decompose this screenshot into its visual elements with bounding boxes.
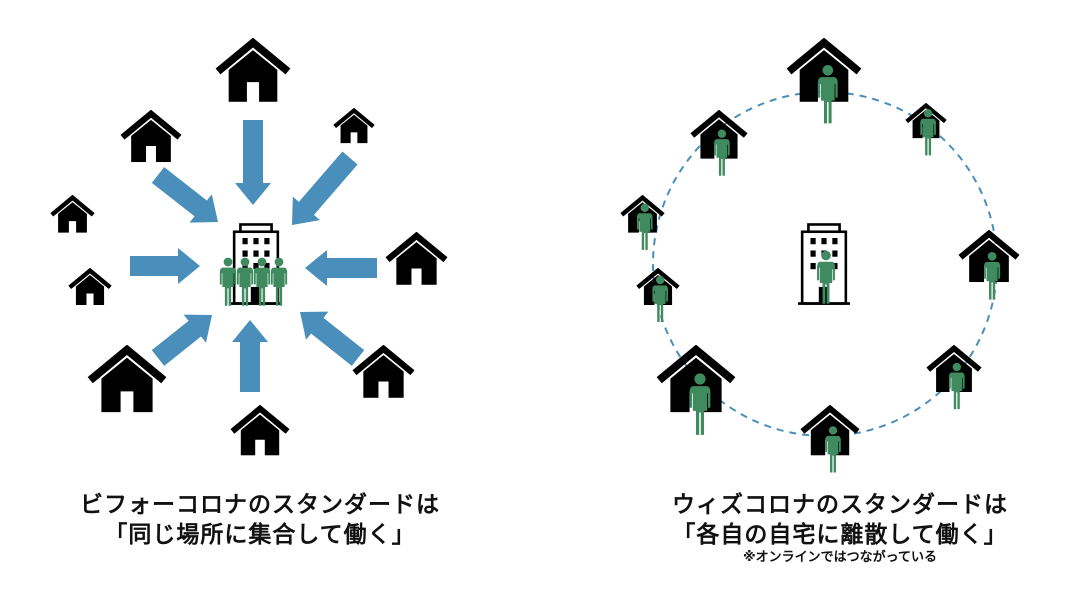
house-icon xyxy=(90,350,164,412)
arrow-icon xyxy=(305,250,377,286)
caption-line1: ウィズコロナのスタンダードは xyxy=(672,492,1008,518)
house-icon xyxy=(218,43,288,102)
arrow-icon xyxy=(291,151,358,226)
house-icon xyxy=(388,236,446,285)
arrow-icon xyxy=(151,314,213,366)
arrow-icon xyxy=(300,311,365,366)
house-icon xyxy=(122,114,179,162)
online-note: ※オンラインではつながっている xyxy=(743,550,937,565)
caption-line1: ビフォーコロナのスタンダードは xyxy=(80,492,440,518)
caption-line2: 「各自の自宅に離散して働く」 xyxy=(672,522,1008,548)
before-corona-caption: ビフォーコロナのスタンダードは 「同じ場所に集合して働く」 xyxy=(60,490,460,550)
with-corona-caption: ウィズコロナのスタンダードは 「各自の自宅に離散して働く」 ※オンラインではつな… xyxy=(640,490,1040,566)
house-icon xyxy=(70,271,110,305)
arrow-icon xyxy=(151,167,219,223)
house-icon xyxy=(232,409,287,456)
caption-line2: 「同じ場所に集合して働く」 xyxy=(104,522,416,548)
arrow-icon xyxy=(130,248,200,284)
arrow-icon xyxy=(232,320,268,392)
house-icon xyxy=(335,111,374,144)
arrow-icon xyxy=(235,120,271,205)
house-icon xyxy=(355,349,413,398)
before-corona-diagram xyxy=(52,43,446,456)
with-corona-diagram xyxy=(622,43,1018,473)
house-icon xyxy=(52,198,93,233)
